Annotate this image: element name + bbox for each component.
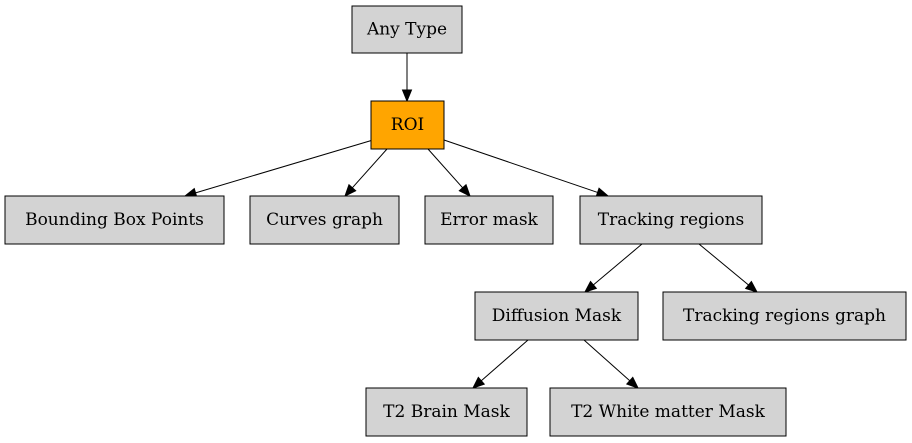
node-label: ROI — [391, 115, 424, 135]
edges-layer — [183, 53, 759, 389]
edge-roi-to-tracking-regions — [443, 139, 610, 198]
node-diffusion-mask: Diffusion Mask — [474, 291, 639, 341]
node-box — [579, 195, 763, 245]
node-box — [365, 387, 528, 437]
node-box — [549, 387, 787, 437]
edge-line — [480, 339, 529, 382]
edge-line — [698, 243, 749, 286]
edge-roi-to-bounding-box-points — [183, 139, 374, 198]
node-label: Bounding Box Points — [25, 210, 204, 230]
edge-roi-to-curves-graph — [344, 148, 388, 197]
arrowhead-icon — [595, 187, 610, 198]
node-label: Tracking regions — [598, 210, 745, 230]
node-label: Any Type — [366, 20, 447, 40]
node-curves-graph: Curves graph — [249, 195, 400, 245]
node-label: T2 White matter Mask — [571, 402, 765, 422]
arrowhead-icon — [744, 280, 759, 293]
node-box — [424, 195, 554, 245]
edge-roi-to-error-mask — [427, 148, 471, 197]
arrowhead-icon — [458, 183, 471, 197]
edge-line — [351, 148, 388, 189]
edge-line — [583, 339, 631, 382]
arrowhead-icon — [472, 376, 486, 389]
node-label: Error mask — [440, 210, 538, 230]
edge-line — [443, 139, 598, 193]
node-label: Tracking regions graph — [683, 306, 886, 326]
edge-diffusion-mask-to-t2-brain-mask — [472, 339, 529, 389]
arrowhead-icon — [401, 89, 413, 103]
node-t2-white-matter-mask: T2 White matter Mask — [549, 387, 787, 437]
node-box — [662, 291, 907, 341]
arrowhead-icon — [625, 376, 639, 389]
node-box — [370, 100, 445, 150]
node-box — [474, 291, 639, 341]
edge-diffusion-mask-to-t2-white-matter-mask — [583, 339, 639, 389]
node-box — [249, 195, 400, 245]
node-label: Curves graph — [266, 210, 383, 230]
edge-line — [593, 243, 643, 286]
edge-line — [427, 148, 464, 189]
node-t2-brain-mask: T2 Brain Mask — [365, 387, 528, 437]
arrowhead-icon — [583, 280, 598, 293]
edge-tracking-regions-to-tracking-regions-graph — [698, 243, 759, 293]
node-bounding-box-points: Bounding Box Points — [4, 195, 225, 245]
node-label: T2 Brain Mask — [383, 402, 510, 422]
node-any-type: Any Type — [351, 5, 463, 54]
node-tracking-regions: Tracking regions — [579, 195, 763, 245]
edge-any-type-to-roi — [401, 53, 413, 103]
edge-line — [195, 139, 374, 194]
arrowhead-icon — [344, 183, 357, 197]
node-roi: ROI — [370, 100, 445, 150]
node-box — [351, 5, 463, 54]
node-box — [4, 195, 225, 245]
node-label: Diffusion Mask — [492, 306, 622, 326]
node-error-mask: Error mask — [424, 195, 554, 245]
edge-tracking-regions-to-diffusion-mask — [583, 243, 643, 293]
node-tracking-regions-graph: Tracking regions graph — [662, 291, 907, 341]
